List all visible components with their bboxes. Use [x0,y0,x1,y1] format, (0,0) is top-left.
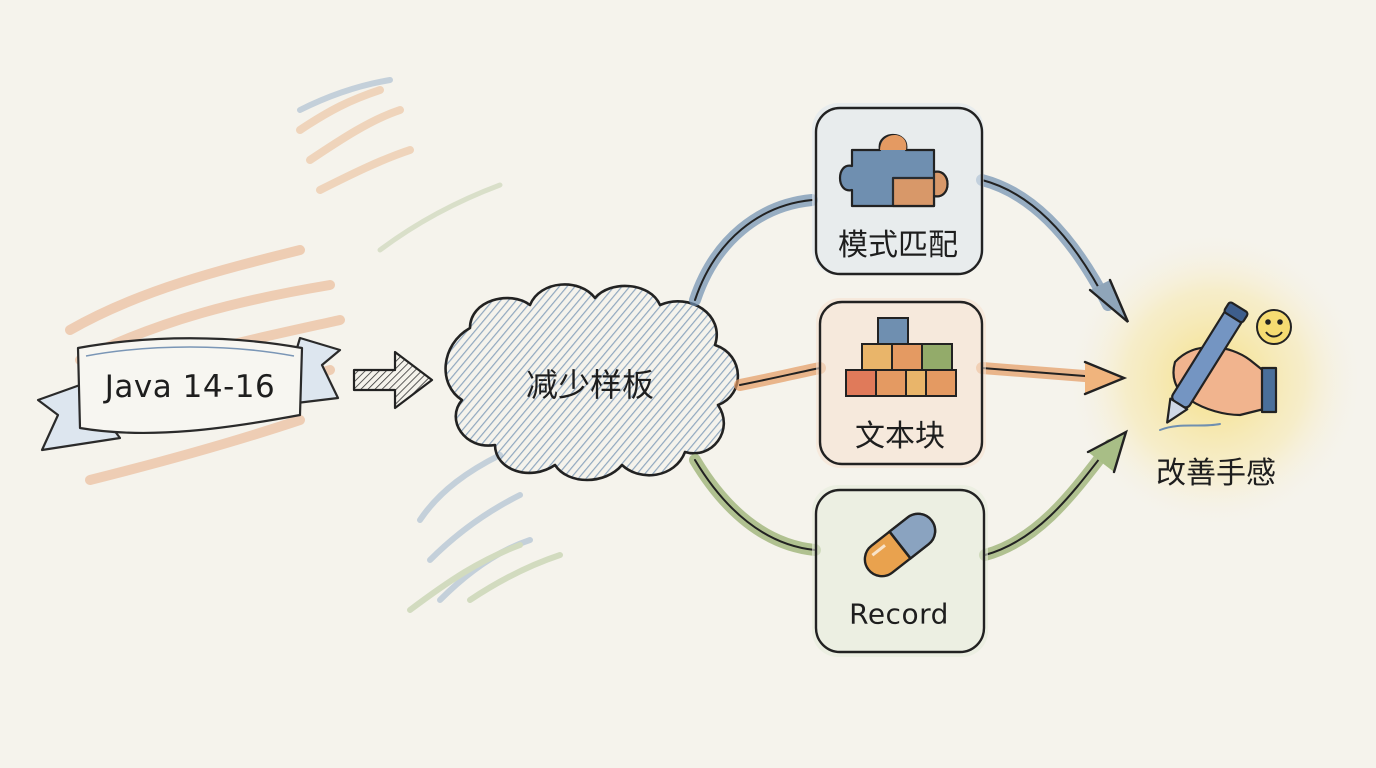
hub-cloud [444,283,740,482]
feature-label-text-blocks: 文本块 [855,419,945,454]
hub-label: 减少样板 [525,366,655,404]
feature-label-pattern-matching: 模式匹配 [838,228,958,263]
background-scribbles [55,77,563,613]
feature-label-record: Record [849,597,949,631]
source-ribbon [36,336,342,452]
capsule-pill-icon [863,512,937,578]
result-label: 改善手感 [1156,456,1276,491]
feature-box-record [812,485,988,657]
smiley-face-icon [1256,309,1292,345]
hand-writing-pen-icon [1159,301,1278,431]
connector-bottom [689,429,1128,561]
puzzle-piece-icon [839,134,949,208]
connector-top [689,174,1130,323]
source-label: Java 14-16 [104,369,276,405]
connector-middle [734,360,1128,396]
hatched-arrow [352,350,434,410]
stacked-blocks-icon [845,317,957,397]
